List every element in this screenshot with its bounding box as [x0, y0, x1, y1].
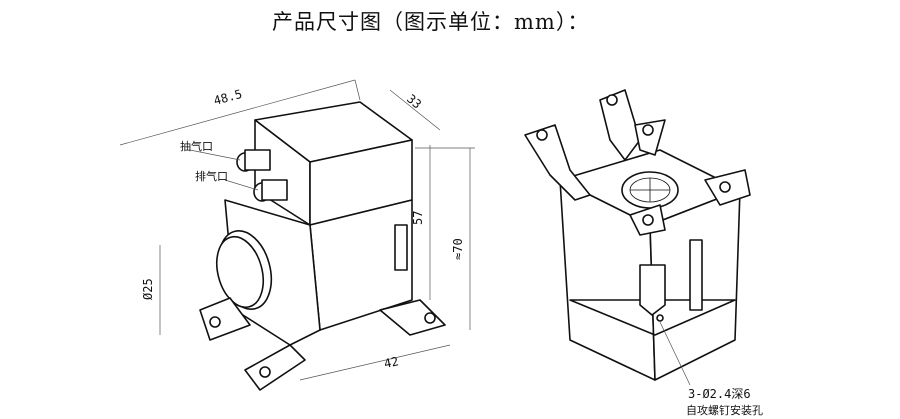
pump-bottom-view — [524, 89, 751, 386]
mounting-description: 自攻螺钉安装孔 — [686, 403, 763, 417]
dim-diameter: Ø25 — [141, 278, 155, 300]
exhaust-port-label: 排气口 — [195, 169, 228, 183]
mounting-spec: 3-Ø2.4深6 — [688, 387, 751, 401]
page-title: 产品尺寸图（图示单位：mm）： — [272, 10, 590, 34]
pump-side-view — [199, 101, 446, 391]
dim-height-body: 57 — [411, 211, 425, 225]
dimension-lines — [119, 79, 475, 381]
dim-height-total: ≈70 — [451, 238, 465, 260]
dim-base: 42 — [383, 354, 400, 371]
dim-width: 33 — [404, 92, 424, 112]
suction-port-label: 抽气口 — [180, 139, 213, 153]
dim-length: 48.5 — [212, 87, 244, 108]
